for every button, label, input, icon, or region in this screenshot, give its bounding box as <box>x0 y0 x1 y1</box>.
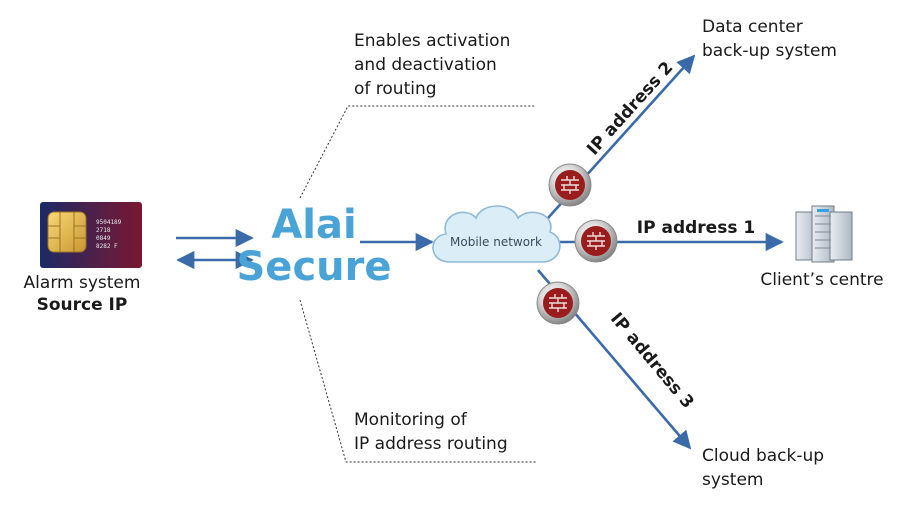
target-cloud-line2: system <box>702 470 763 490</box>
callout-lines <box>299 105 536 463</box>
note-bottom-line2: IP address routing <box>354 434 508 454</box>
callout-bottom-line <box>299 299 536 463</box>
note-top-line2: and deactivation <box>354 55 497 75</box>
target-data-center-line1: Data center <box>702 17 803 37</box>
firewall-icon-1 <box>574 219 618 263</box>
cloud-icon <box>432 205 561 263</box>
target-client-centre: Client’s centre <box>760 270 883 290</box>
source-ip-label: Source IP <box>37 295 128 315</box>
target-cloud-backup: Cloud back-up system <box>702 446 824 490</box>
brand-line1: Alai <box>271 202 356 248</box>
link-arrows <box>176 228 434 270</box>
sim-text-3: 0849 <box>96 235 111 242</box>
firewall-icon-2 <box>548 163 592 207</box>
route-label-3: IP address 3 <box>606 309 697 413</box>
sim-card-icon: 9504189 2718 0849 8282 F <box>40 202 142 268</box>
note-top-line3: of routing <box>354 79 437 99</box>
source-label: Alarm system <box>24 273 141 293</box>
callout-top-line <box>299 105 536 199</box>
sim-text-2: 2718 <box>96 227 111 234</box>
route-label-2: IP address 2 <box>583 58 677 159</box>
target-cloud-line1: Cloud back-up <box>702 446 824 466</box>
brand-line2: Secure <box>237 244 392 290</box>
note-bottom: Monitoring of IP address routing <box>354 410 508 454</box>
firewall-icon-3 <box>536 281 580 325</box>
route-label-1: IP address 1 <box>637 218 755 238</box>
route-arrows <box>537 54 784 450</box>
network-label: Mobile network <box>450 235 542 249</box>
note-top: Enables activation and deactivation of r… <box>354 31 510 99</box>
note-top-line1: Enables activation <box>354 31 510 51</box>
target-data-center-line2: back-up system <box>702 41 837 61</box>
server-icon <box>795 205 853 263</box>
note-bottom-line1: Monitoring of <box>354 410 468 430</box>
sim-text-4: 8282 F <box>96 243 118 250</box>
target-data-center: Data center back-up system <box>702 17 837 61</box>
sim-text-1: 9504189 <box>96 219 122 226</box>
